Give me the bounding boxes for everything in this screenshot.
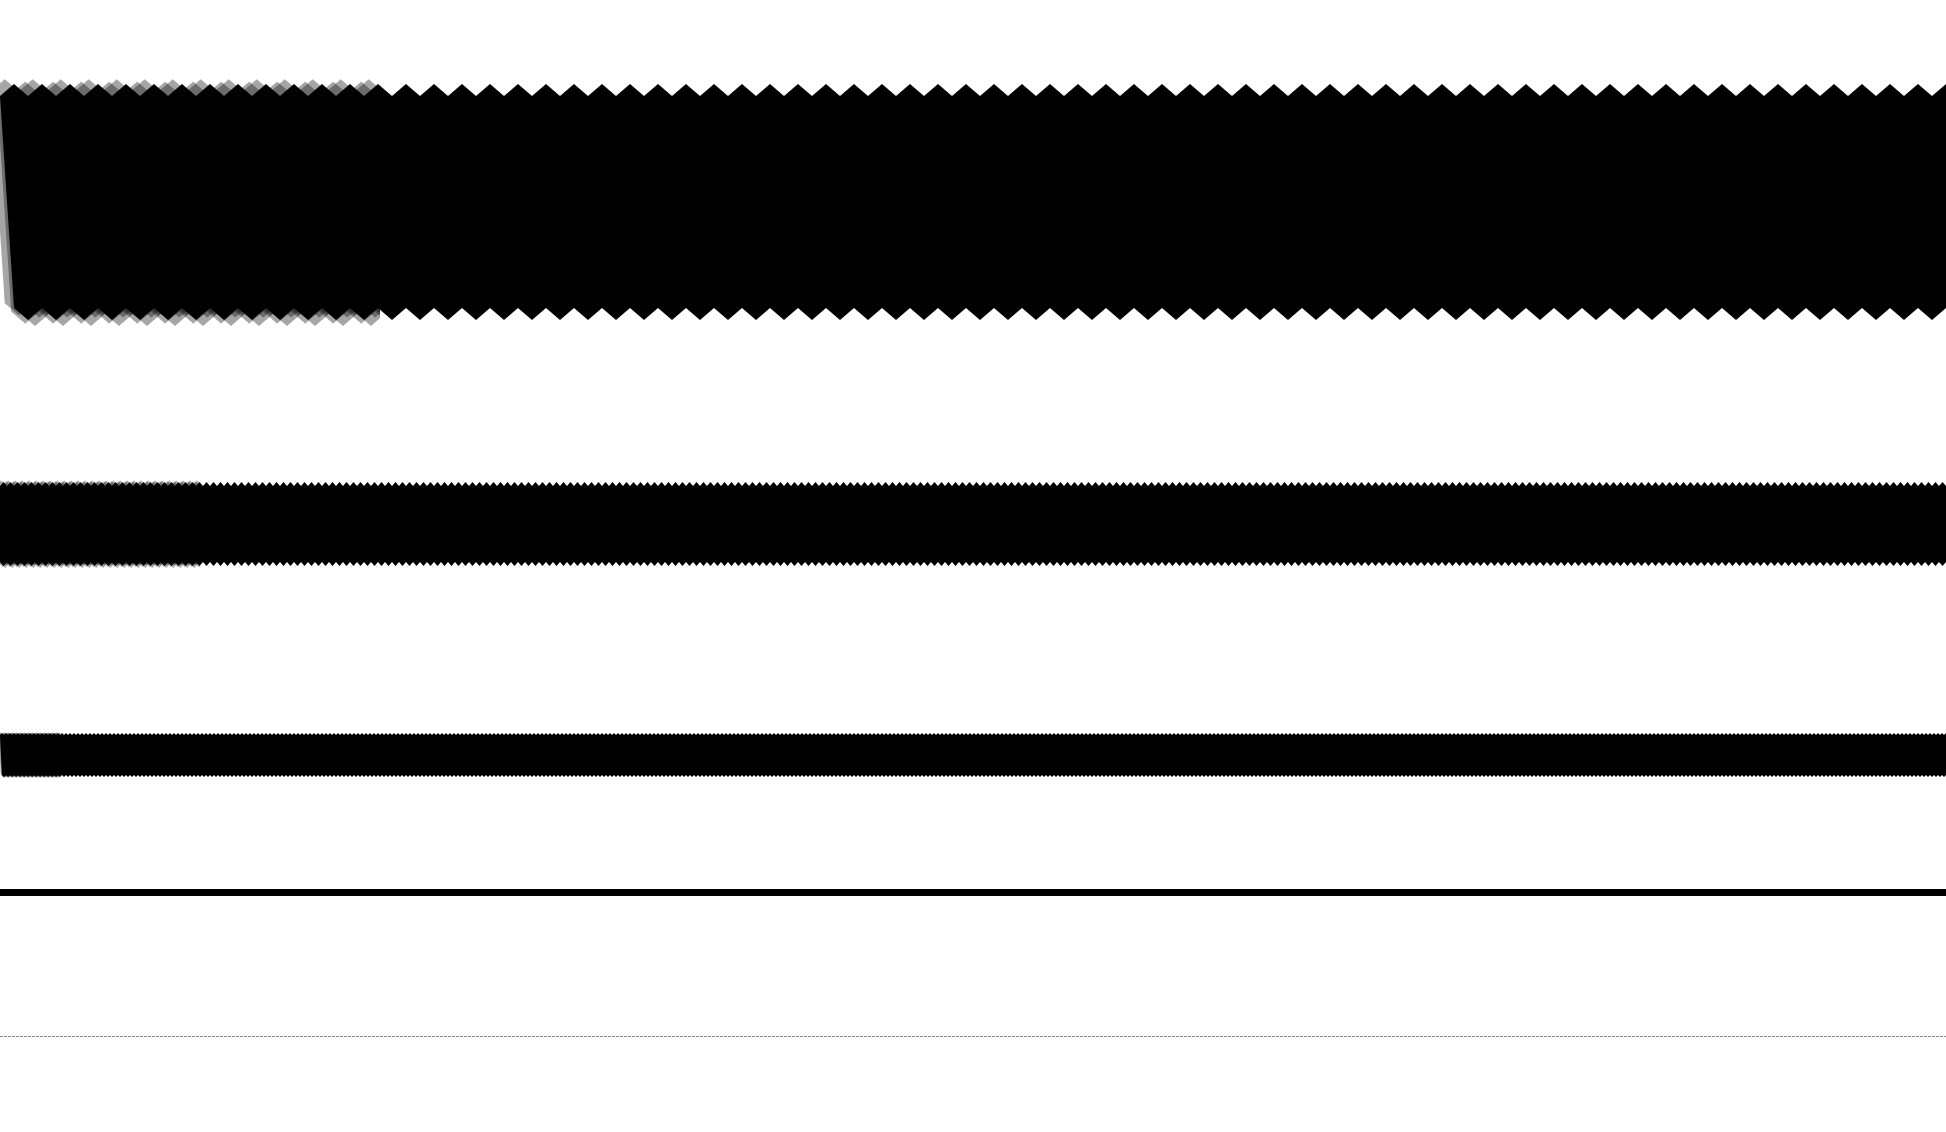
stripe-body [0, 482, 1946, 566]
zigzag-stripe-thin [0, 732, 1946, 778]
stripe-body [0, 84, 1946, 320]
solid-line [0, 889, 1946, 896]
stripe-body [0, 733, 1946, 777]
zigzag-stripe-medium [0, 480, 1946, 568]
zigzag-stripe-thick [0, 79, 1946, 326]
stripe-body [0, 889, 1946, 896]
